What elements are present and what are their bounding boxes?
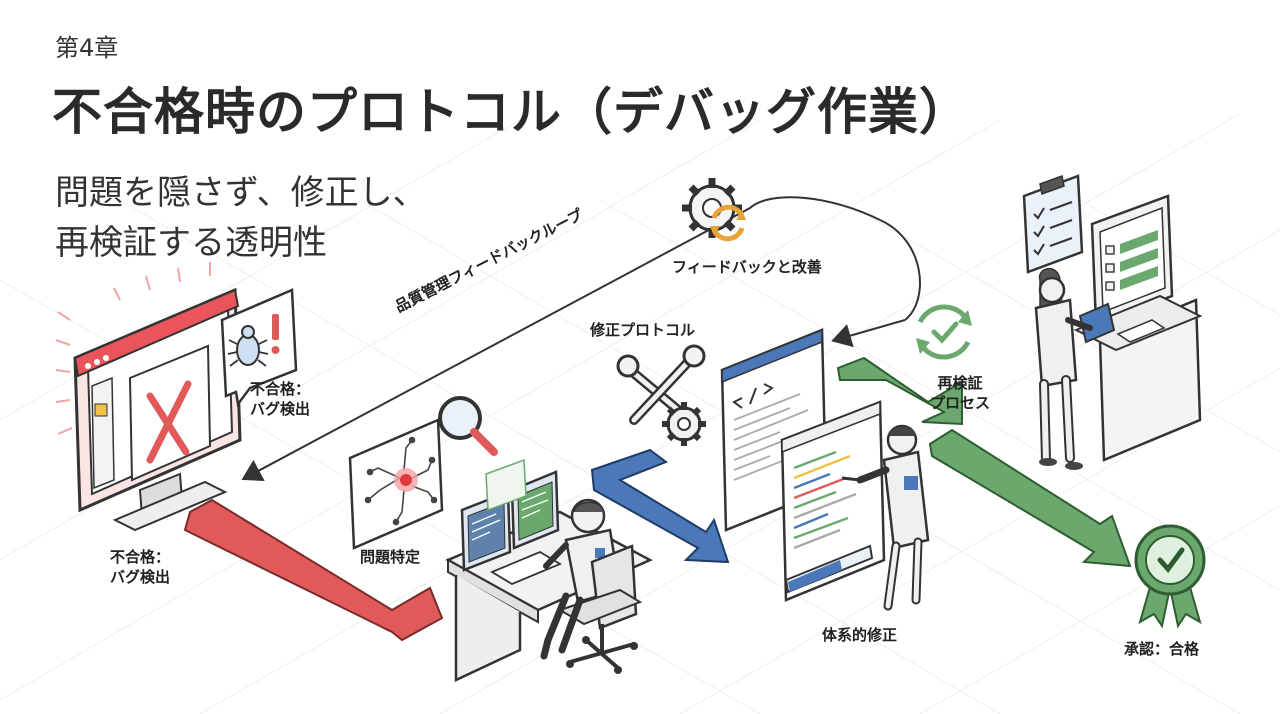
gear-icon	[682, 178, 742, 238]
failed-monitor	[55, 262, 242, 532]
refresh-icon	[710, 204, 746, 242]
feedback-loop-branch	[831, 319, 906, 348]
label-feedback-improve: フィードバックと改善	[672, 258, 822, 276]
circuit-icon	[364, 436, 438, 526]
bug-icon	[227, 325, 269, 367]
label-bug-detect-bottom-1: 不合格：	[110, 548, 171, 566]
circuit-panel	[348, 418, 444, 550]
subtitle-line-1: 問題を隠さず、修正し、	[55, 173, 427, 213]
bug-alert-bubble	[220, 288, 298, 408]
label-bug-detect-top-1: 不合格：	[250, 380, 311, 398]
award-ribbon-icon	[1134, 524, 1206, 629]
fixing-engineer	[841, 424, 930, 611]
label-bug-detect-bottom-2: バグ検出	[110, 567, 171, 586]
magnifier-icon	[438, 396, 498, 456]
page-subtitle: 問題を隠さず、修正し、 再検証する透明性	[55, 168, 515, 269]
chapter-label: 第4章	[55, 34, 119, 62]
label-bug-detect-top-2: バグ検出	[250, 399, 311, 418]
verifying-engineer	[1034, 268, 1116, 470]
label-problem-identify: 問題特定	[360, 548, 421, 566]
blue-flow-arrow	[590, 448, 730, 564]
gear-icon-small	[662, 402, 706, 446]
label-bug-detect-bottom: 不合格： バグ検出	[110, 548, 170, 587]
label-bug-detect-top: 不合格： バグ検出	[250, 380, 310, 419]
label-systematic-fix: 体系的修正	[822, 626, 898, 644]
x-mark-icon	[128, 344, 212, 482]
verification-station	[1073, 194, 1203, 462]
red-flow-arrow	[183, 498, 444, 642]
feedback-loop-path	[241, 196, 921, 482]
label-fix-protocol: 修正プロトコル	[590, 321, 696, 339]
alert-icon	[271, 314, 280, 354]
progress-bar	[784, 544, 874, 594]
clipboard-icon	[1022, 174, 1084, 274]
label-reverify-1: 再検証	[937, 374, 983, 392]
green-flow-arrow-up	[836, 356, 963, 426]
label-reverify: 再検証 プロセス	[930, 374, 990, 413]
check-cycle-icon	[916, 304, 972, 360]
page-title: 不合格時のプロトコル（デバッグ作業）	[52, 83, 970, 141]
subtitle-line-2: 再検証する透明性	[55, 223, 327, 264]
green-flow-arrow-down	[928, 428, 1132, 568]
label-reverify-2: プロセス	[930, 393, 991, 412]
code-icon	[732, 383, 774, 409]
label-approval: 承認：合格	[1124, 640, 1200, 658]
developer-desk	[445, 458, 653, 682]
